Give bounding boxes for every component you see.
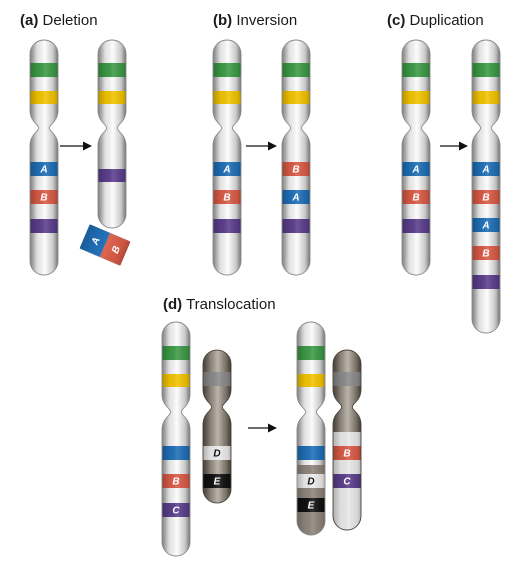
chromosome-original-white-d: BC <box>161 321 191 557</box>
deleted-fragment: A B <box>79 224 131 266</box>
panel-a-title: (a) Deletion <box>20 12 98 29</box>
chromosome-original-tan-d: DE <box>202 349 232 504</box>
band-label-a: A <box>291 193 299 204</box>
band-label-a: A <box>411 165 419 176</box>
chromosome-deleted <box>97 39 127 229</box>
band-label-b: B <box>482 193 489 204</box>
band-label-b: B <box>172 477 179 488</box>
band-label-e: E <box>308 501 315 512</box>
fragment-label-a: A <box>89 236 102 248</box>
chromosome-translocated-tan-d: BC <box>332 349 362 531</box>
band-label-b: B <box>343 449 350 460</box>
chromosome-duplicated: A B A B <box>471 39 501 334</box>
band-label-a: A <box>39 165 47 176</box>
chromosome-inverted: BA <box>281 39 311 276</box>
chromosome-original-a: AB <box>29 39 59 276</box>
band-label-a: A <box>481 165 489 176</box>
panel-d-title: (d) Translocation <box>163 296 276 313</box>
fragment-label-b: B <box>110 244 123 255</box>
panel-c-title: (c) Duplication <box>387 12 484 29</box>
band-label-b: B <box>412 193 419 204</box>
band-label-b: B <box>40 193 47 204</box>
band-label-b: B <box>223 193 230 204</box>
band-label-e: E <box>214 477 221 488</box>
chromosome-original-c: AB <box>401 39 431 276</box>
panel-b-title: (b) Inversion <box>213 12 297 29</box>
band-label-b: B <box>292 165 299 176</box>
band-label-c: C <box>172 506 180 517</box>
band-label-d: D <box>307 477 314 488</box>
band-label-a: A <box>222 165 230 176</box>
chromosome-translocated-white-d: DE <box>296 321 326 536</box>
chromosome-original-b: AB <box>212 39 242 276</box>
band-label-c: C <box>343 477 351 488</box>
band-label-d: D <box>213 449 220 460</box>
band-label-b2: B <box>482 249 489 260</box>
band-label-a2: A <box>481 221 489 232</box>
